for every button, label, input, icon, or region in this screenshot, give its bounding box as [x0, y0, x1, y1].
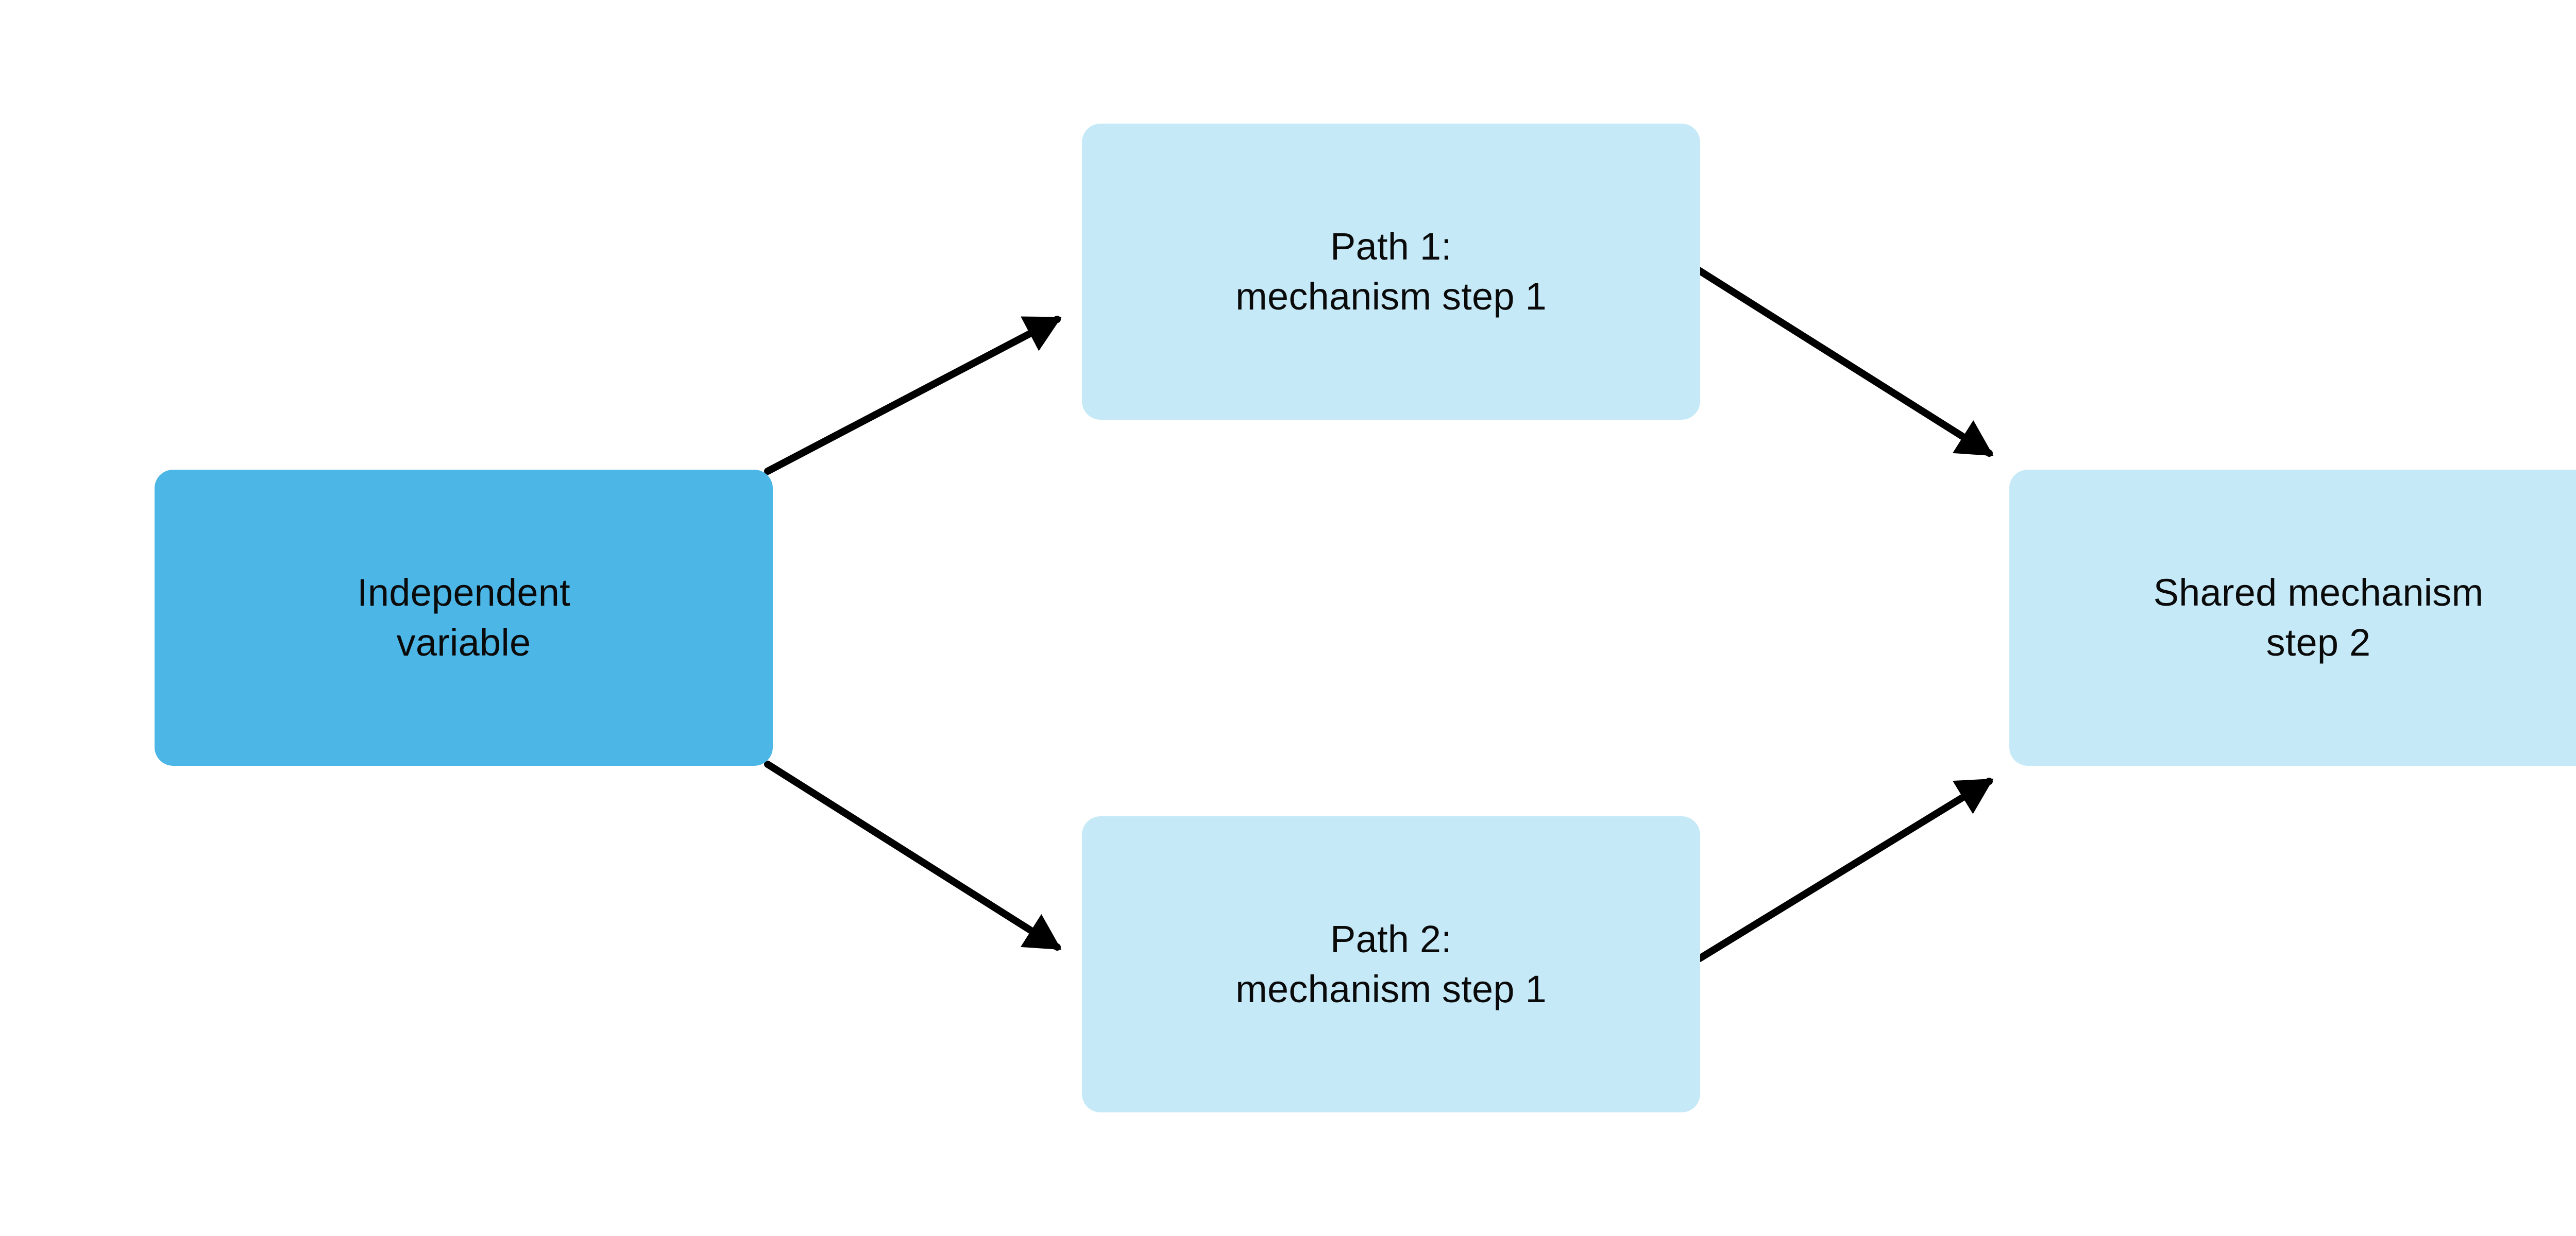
edge-iv-to-path1: [764, 316, 1062, 475]
node-path1-mechanism-step1[interactable]: Path 1: mechanism step 1: [1082, 124, 1700, 420]
node-label-shared-mechanism-step2: Shared mechanism step 2: [2153, 571, 2484, 664]
node-label-independent-variable: Independent variable: [357, 571, 570, 664]
edge-path1-to-shared: [1694, 266, 1994, 457]
edge-path2-to-shared: [1696, 778, 1994, 962]
node-independent-variable[interactable]: Independent variable: [155, 470, 773, 766]
edge-iv-to-path2: [764, 761, 1062, 951]
node-shared-mechanism-step2[interactable]: Shared mechanism step 2: [2009, 470, 2576, 766]
node-path2-mechanism-step1[interactable]: Path 2: mechanism step 1: [1082, 816, 1700, 1112]
node-label-path2-mechanism-step1: Path 2: mechanism step 1: [1235, 918, 1547, 1010]
node-label-path1-mechanism-step1: Path 1: mechanism step 1: [1235, 225, 1547, 318]
